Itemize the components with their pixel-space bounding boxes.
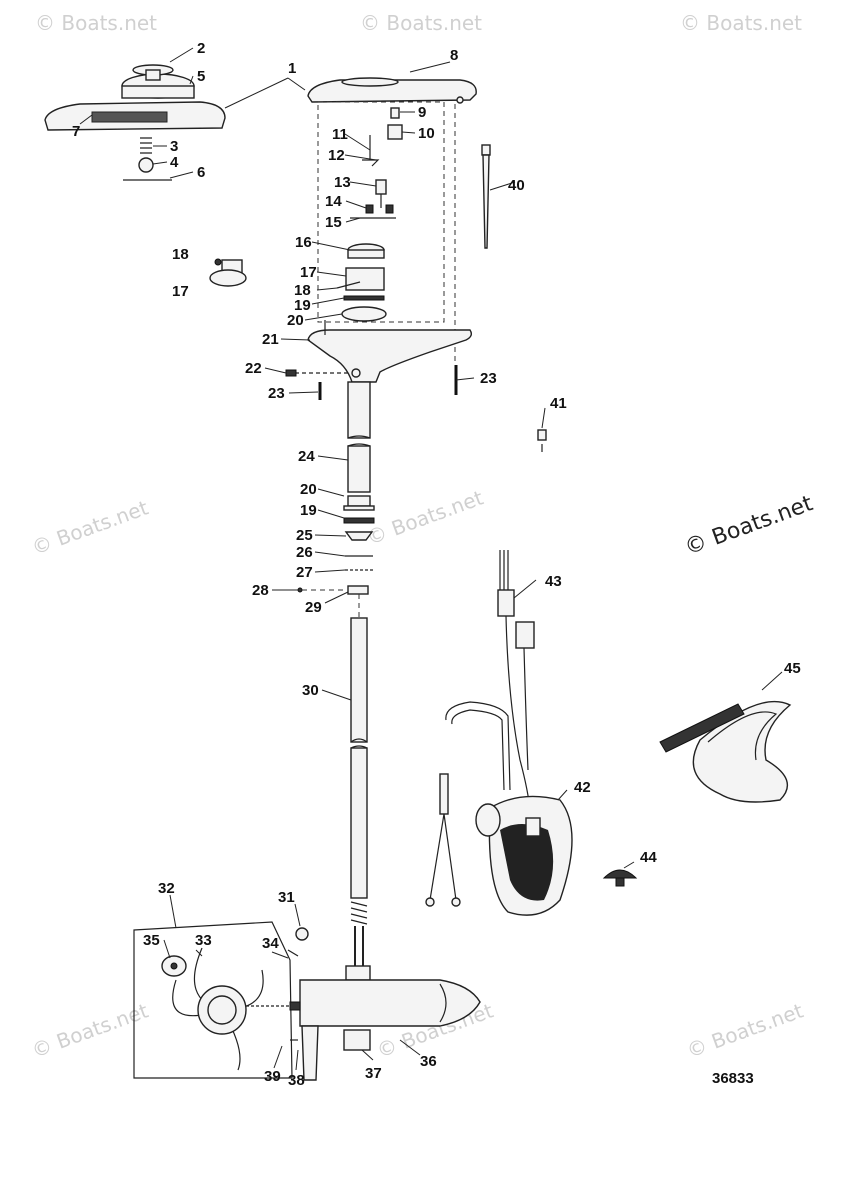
callout-22: 22 xyxy=(245,360,262,377)
callout-45: 45 xyxy=(784,660,801,677)
callout-25: 25 xyxy=(296,527,313,544)
copyright-text: © Boats.net xyxy=(682,491,817,561)
mount-bracket xyxy=(285,320,473,400)
callout-15: 15 xyxy=(325,214,342,231)
callout-17-left: 17 xyxy=(172,283,189,300)
callout-27: 27 xyxy=(296,564,313,581)
watermark: © Boats.net xyxy=(29,998,152,1062)
callout-10: 10 xyxy=(418,125,435,142)
figure-number: 36833 xyxy=(712,1070,754,1087)
callout-21: 21 xyxy=(262,331,279,348)
callout-18-upper: 18 xyxy=(294,282,311,299)
callout-31: 31 xyxy=(278,889,295,906)
callout-40: 40 xyxy=(508,177,525,194)
callout-5: 5 xyxy=(197,68,205,85)
callout-44: 44 xyxy=(640,849,657,866)
cable-tie xyxy=(481,144,491,249)
callout-8: 8 xyxy=(450,47,458,64)
foot-pedal xyxy=(425,701,573,916)
watermark: © Boats.net xyxy=(684,998,807,1062)
callout-37: 37 xyxy=(365,1065,382,1082)
callout-20-lower: 20 xyxy=(300,481,317,498)
callout-3: 3 xyxy=(170,138,178,155)
callout-11: 11 xyxy=(332,126,348,143)
callout-38: 38 xyxy=(288,1072,305,1089)
callout-32: 32 xyxy=(158,880,175,897)
callout-17-upper: 17 xyxy=(300,264,317,281)
callout-24: 24 xyxy=(298,448,315,465)
lower-shaft xyxy=(350,594,368,966)
upper-shaft xyxy=(297,381,375,595)
callout-13: 13 xyxy=(334,174,351,191)
cable-connector xyxy=(497,550,535,811)
strap xyxy=(659,700,792,803)
callout-36: 36 xyxy=(420,1053,437,1070)
watermark: © Boats.net xyxy=(35,11,157,35)
callout-4: 4 xyxy=(170,154,179,171)
callout-18-left: 18 xyxy=(172,246,189,263)
callout-7: 7 xyxy=(72,123,80,140)
callout-6: 6 xyxy=(197,164,205,181)
pin-detail xyxy=(537,429,547,452)
callout-9: 9 xyxy=(418,104,426,121)
callout-29: 29 xyxy=(305,599,322,616)
callout-35: 35 xyxy=(143,932,160,949)
callout-14: 14 xyxy=(325,193,342,210)
callout-19-upper: 19 xyxy=(294,297,311,314)
callout-39: 39 xyxy=(264,1068,281,1085)
callout-26: 26 xyxy=(296,544,313,561)
watermark: © Boats.net xyxy=(680,11,802,35)
callout-42: 42 xyxy=(574,779,591,796)
callout-20-upper: 20 xyxy=(287,312,304,329)
watermark: © Boats.net xyxy=(29,495,152,559)
callout-2: 2 xyxy=(197,40,205,57)
callout-43: 43 xyxy=(545,573,562,590)
callout-1: 1 xyxy=(288,60,296,77)
knob-44 xyxy=(602,869,638,887)
callout-23-left: 23 xyxy=(268,385,285,402)
callout-labels: 1 2 3 4 5 6 7 8 9 10 11 12 13 14 15 16 1… xyxy=(72,40,801,1089)
propeller-assembly xyxy=(133,921,309,1079)
callout-12: 12 xyxy=(328,147,345,164)
knob-detail xyxy=(209,258,247,287)
callout-23-right: 23 xyxy=(480,370,497,387)
head-assembly xyxy=(307,77,477,365)
callout-28: 28 xyxy=(252,582,269,599)
callout-19-lower: 19 xyxy=(300,502,317,519)
callout-41: 41 xyxy=(550,395,567,412)
top-cover-detail xyxy=(44,64,226,181)
callout-30: 30 xyxy=(302,682,319,699)
callout-34: 34 xyxy=(262,935,279,952)
watermark: © Boats.net xyxy=(364,485,487,549)
watermark: © Boats.net xyxy=(360,11,482,35)
callout-33: 33 xyxy=(195,932,212,949)
callout-16: 16 xyxy=(295,234,312,251)
leader-lines xyxy=(79,47,783,1071)
motor-housing xyxy=(299,965,481,1081)
